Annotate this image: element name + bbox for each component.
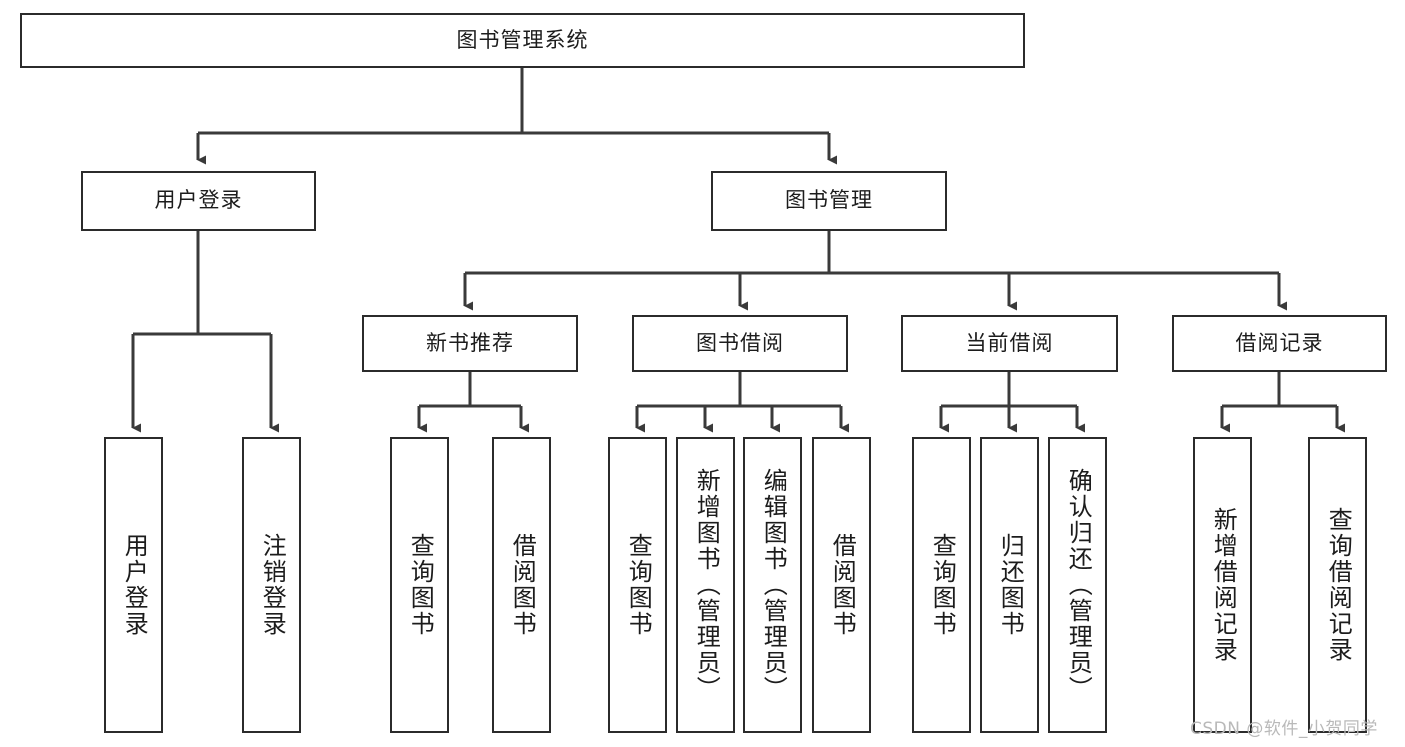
node-book-borrow[interactable]: 图书借阅 xyxy=(632,315,848,372)
leaf-book-borrow-add[interactable]: 新增图书（管理员） xyxy=(676,437,735,733)
node-label: 归还图书 xyxy=(996,533,1025,637)
node-label: 编辑图书（管理员） xyxy=(759,468,788,702)
node-borrow-record[interactable]: 借阅记录 xyxy=(1172,315,1387,372)
node-label: 查询借阅记录 xyxy=(1324,507,1353,663)
node-label: 注销登录 xyxy=(258,533,287,637)
leaf-borrow-record-query[interactable]: 查询借阅记录 xyxy=(1308,437,1367,733)
node-label: 图书借阅 xyxy=(696,330,784,355)
leaf-new-book-query[interactable]: 查询图书 xyxy=(390,437,449,733)
node-label: 当前借阅 xyxy=(965,330,1054,355)
leaf-book-borrow-query[interactable]: 查询图书 xyxy=(608,437,667,733)
node-label: 借阅图书 xyxy=(508,533,537,637)
leaf-book-borrow-edit[interactable]: 编辑图书（管理员） xyxy=(743,437,802,733)
leaf-current-borrow-query[interactable]: 查询图书 xyxy=(912,437,971,733)
node-label: 图书管理系统 xyxy=(456,27,589,52)
node-new-book-recommend[interactable]: 新书推荐 xyxy=(362,315,578,372)
csdn-watermark: CSDN @软件_小贺同学 xyxy=(1190,719,1378,739)
leaf-borrow-record-add[interactable]: 新增借阅记录 xyxy=(1193,437,1252,733)
node-label: 确认归还（管理员） xyxy=(1064,468,1093,702)
node-label: 查询图书 xyxy=(624,533,653,637)
node-book-management[interactable]: 图书管理 xyxy=(711,171,947,231)
node-label: 借阅图书 xyxy=(828,533,857,637)
node-label: 新增图书（管理员） xyxy=(692,468,721,702)
node-label: 借阅记录 xyxy=(1235,330,1324,355)
node-label: 查询图书 xyxy=(406,533,435,637)
node-root-book-management-system[interactable]: 图书管理系统 xyxy=(20,13,1025,68)
leaf-book-borrow-borrow[interactable]: 借阅图书 xyxy=(812,437,871,733)
leaf-user-login-logout[interactable]: 注销登录 xyxy=(242,437,301,733)
node-current-borrow[interactable]: 当前借阅 xyxy=(901,315,1118,372)
leaf-current-borrow-return[interactable]: 归还图书 xyxy=(980,437,1039,733)
leaf-current-borrow-confirm-return[interactable]: 确认归还（管理员） xyxy=(1048,437,1107,733)
node-label: 用户登录 xyxy=(154,188,243,213)
node-label: 新增借阅记录 xyxy=(1209,507,1238,663)
node-label: 用户登录 xyxy=(120,533,149,637)
leaf-new-book-borrow[interactable]: 借阅图书 xyxy=(492,437,551,733)
node-label: 图书管理 xyxy=(785,188,873,213)
node-label: 新书推荐 xyxy=(426,330,514,355)
leaf-user-login-login[interactable]: 用户登录 xyxy=(104,437,163,733)
node-user-login[interactable]: 用户登录 xyxy=(81,171,316,231)
node-label: 查询图书 xyxy=(928,533,957,637)
